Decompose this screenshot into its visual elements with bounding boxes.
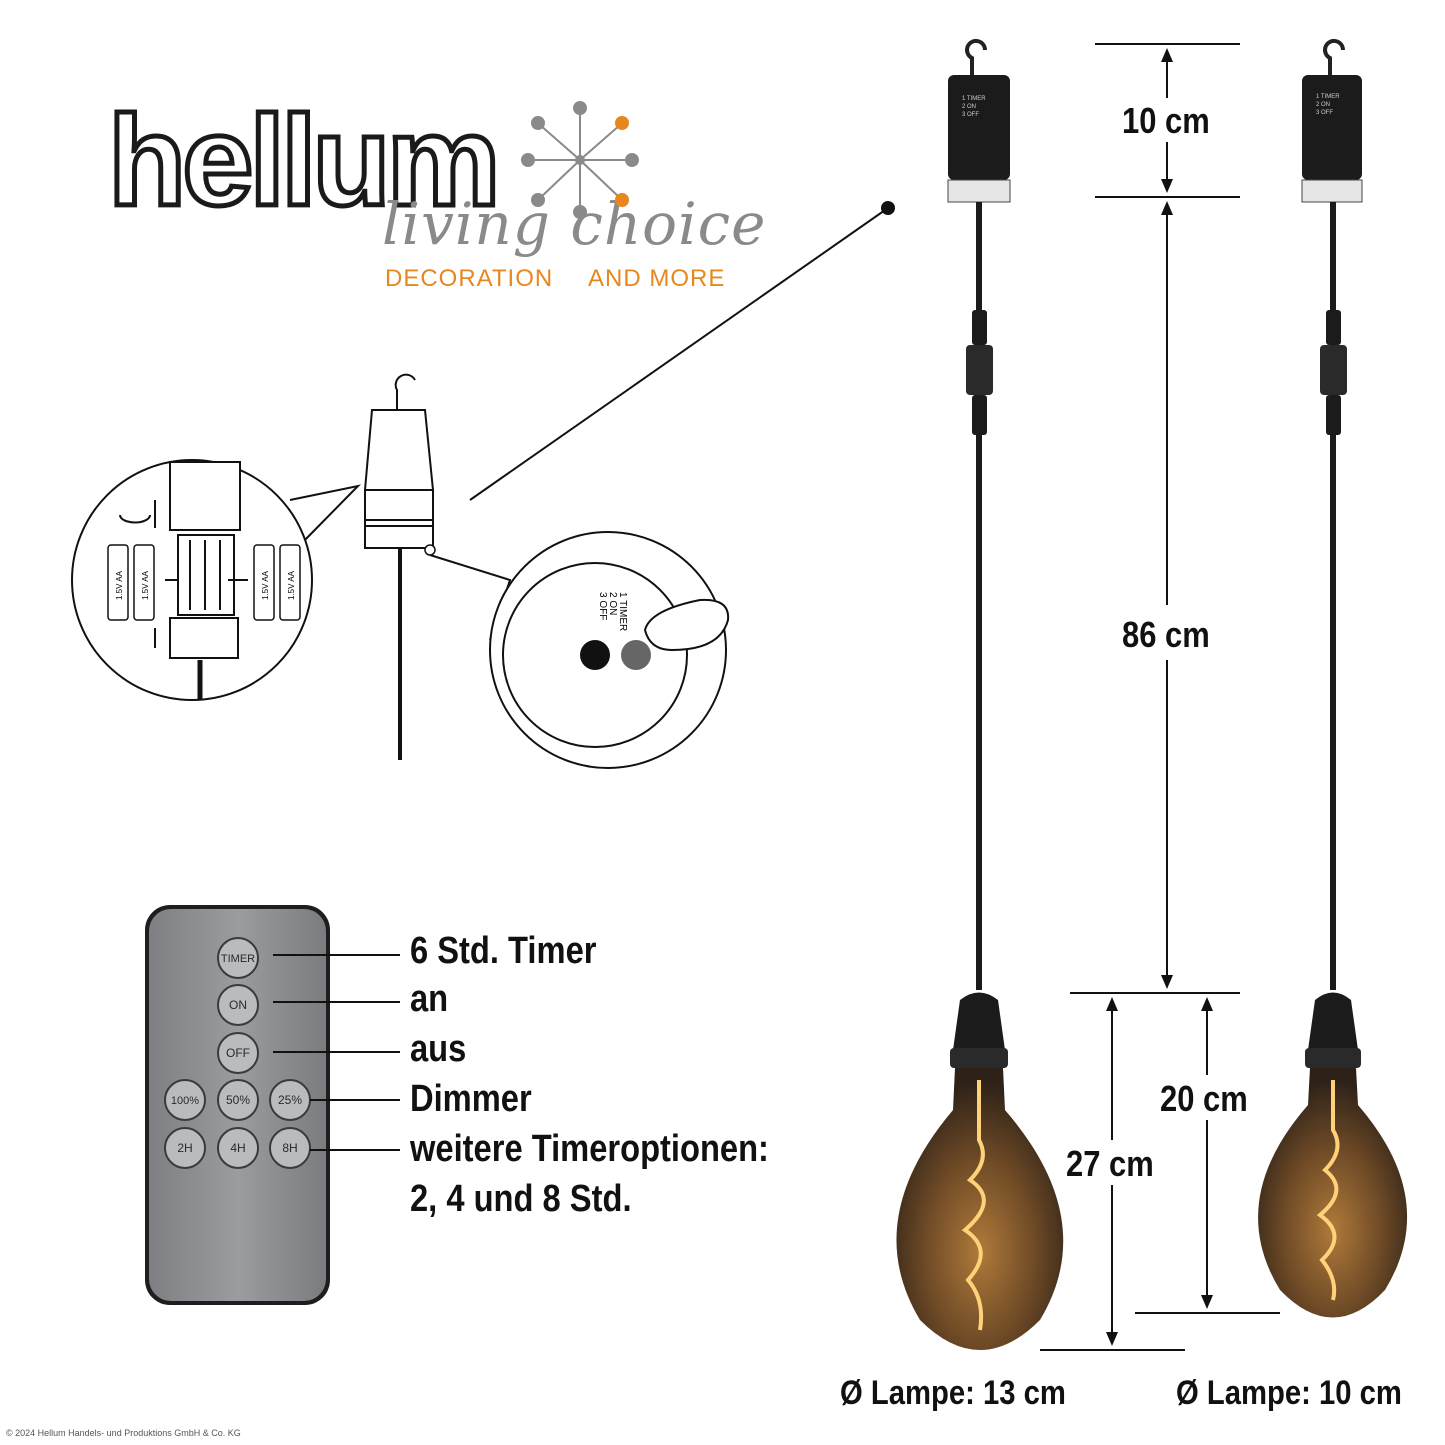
feature-on-label: an bbox=[410, 978, 449, 1020]
brand-logo-wordmark: hellum bbox=[106, 90, 503, 233]
remote-button-off[interactable] bbox=[217, 1032, 259, 1074]
remote-button-on[interactable] bbox=[217, 984, 259, 1026]
large-lamp-diameter: Ø Lampe: 13 cm bbox=[840, 1374, 1066, 1412]
remote-button-label-on: ON bbox=[229, 998, 247, 1012]
lamp-large-box-label-3: 3 OFF bbox=[962, 112, 979, 118]
dandelion-logo-icon bbox=[521, 101, 639, 219]
pointer-line bbox=[469, 207, 889, 501]
feature-off-label: aus bbox=[410, 1028, 467, 1070]
battery-insertion-callout: 1.5V AA 1.5V AA 1.5V AA 1.5V AA bbox=[71, 459, 362, 701]
pendant-lamp-large: 1 TIMER 2 ON 3 OFF bbox=[896, 38, 1064, 1350]
remote-button-label-4h: 4H bbox=[230, 1141, 245, 1155]
lamp-small-box-label-1: 1 TIMER bbox=[1316, 94, 1340, 100]
battery-label-3: 1.5V AA bbox=[261, 570, 270, 600]
remote-button-label-50-percent: 50% bbox=[226, 1093, 250, 1107]
feature-timer-label: 6 Std. Timer bbox=[410, 930, 597, 972]
remote-button-label-100-percent: 100% bbox=[171, 1095, 199, 1107]
lamp-small-box-label-2: 2 ON bbox=[1316, 102, 1330, 108]
battery-label-1: 1.5V AA bbox=[115, 570, 124, 600]
lamp-large-box-label-1: 1 TIMER bbox=[962, 96, 986, 102]
remote-button-label-timer: TIMER bbox=[221, 953, 255, 965]
feature-timer-hours-label: 2, 4 und 8 Std. bbox=[410, 1178, 632, 1220]
dimension-small-lamp-height: 20 cm bbox=[1160, 1078, 1248, 1119]
remote-button-8h[interactable] bbox=[269, 1127, 311, 1169]
battery-label-2: 1.5V AA bbox=[141, 570, 150, 600]
remote-button-label-25-percent: 25% bbox=[278, 1093, 302, 1107]
battery-box-drawing bbox=[363, 373, 435, 549]
dimension-large-lamp-height: 27 cm bbox=[1066, 1143, 1154, 1184]
remote-button-label-8h: 8H bbox=[282, 1141, 297, 1155]
remote-leader-lines bbox=[273, 954, 400, 1151]
dimension-box-height: 10 cm bbox=[1122, 100, 1210, 141]
switch-off-dot bbox=[580, 640, 610, 670]
dimension-cable-length: 86 cm bbox=[1122, 614, 1210, 655]
small-lamp-diameter: Ø Lampe: 10 cm bbox=[1176, 1374, 1402, 1412]
remote-button-label-2h: 2H bbox=[177, 1141, 192, 1155]
dimension-arrowheads bbox=[1106, 48, 1213, 1346]
copyright-notice: © 2024 Hellum Handels- und Produktions G… bbox=[6, 1428, 241, 1438]
feature-dimmer-label: Dimmer bbox=[410, 1078, 532, 1120]
remote-button-timer[interactable] bbox=[217, 937, 259, 979]
brand-logo-script: living choice bbox=[382, 190, 767, 258]
remote-button-100-percent[interactable] bbox=[164, 1079, 206, 1121]
remote-button-50-percent[interactable] bbox=[217, 1079, 259, 1121]
brand-tagline-left: DECORATION bbox=[385, 265, 554, 292]
battery-label-4: 1.5V AA bbox=[287, 570, 296, 600]
feature-timer-options-label: weitere Timeroptionen: bbox=[410, 1128, 769, 1170]
lamp-large-box-label-2: 2 ON bbox=[962, 104, 976, 110]
remote-button-4h[interactable] bbox=[217, 1127, 259, 1169]
switch-callout: 1 TIMER 2 ON 3 OFF bbox=[424, 531, 730, 769]
pointer-dot bbox=[881, 201, 895, 215]
pendant-lamp-small: 1 TIMER 2 ON 3 OFF bbox=[1258, 38, 1408, 1318]
switch-label-off: 3 OFF bbox=[597, 592, 608, 620]
brand-tagline-right: AND MORE bbox=[588, 265, 726, 292]
dimension-lines bbox=[1040, 43, 1280, 1351]
switch-label-on: 2 ON bbox=[607, 592, 618, 615]
finger-icon bbox=[643, 598, 730, 652]
remote-button-label-off: OFF bbox=[226, 1046, 250, 1060]
switch-on-dot bbox=[621, 640, 651, 670]
lamp-small-box-label-3: 3 OFF bbox=[1316, 110, 1333, 116]
remote-control: TIMER ON OFF 100% 50% 25% 2H 4H 8H bbox=[145, 905, 330, 1305]
remote-button-2h[interactable] bbox=[164, 1127, 206, 1169]
switch-label-timer: 1 TIMER bbox=[617, 592, 628, 631]
